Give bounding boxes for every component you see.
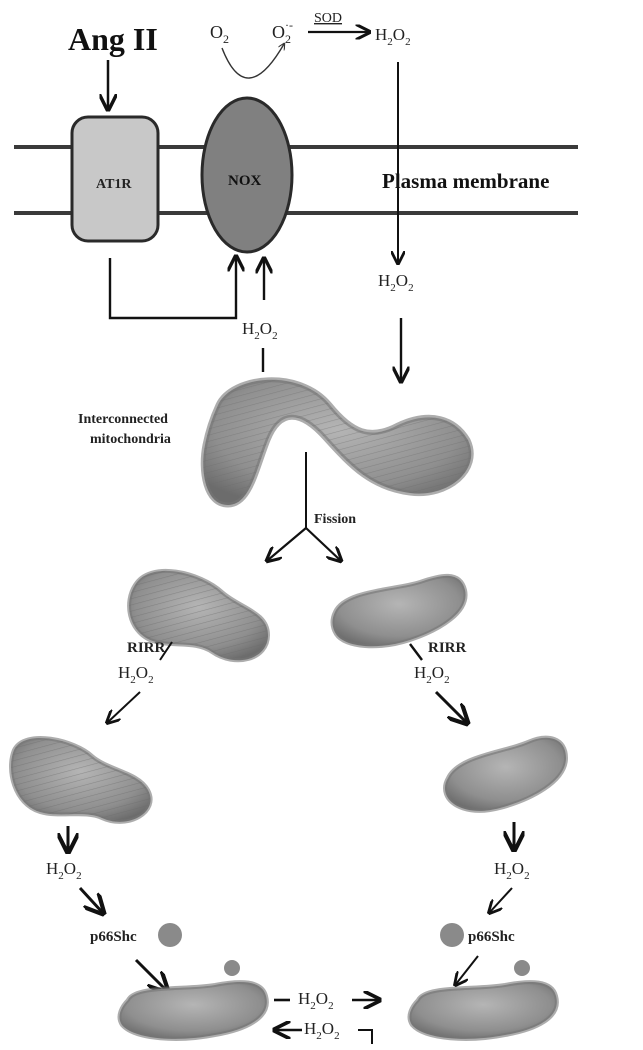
h2o2-rirr-right: H2O2 (414, 663, 450, 686)
h2o2-to-p66-left-arrow (80, 888, 102, 912)
mito-left-bottom-dot (224, 960, 240, 976)
rirr-right-arrow (436, 692, 466, 722)
o2-text: O2 (210, 22, 229, 46)
p66shc-right: p66Shc (468, 929, 515, 945)
at1r-label: AT1R (96, 177, 132, 192)
h2o2-right-lower: H2O2 (494, 859, 530, 882)
h2o2-left-lower: H2O2 (46, 859, 82, 882)
o2-to-superoxide-arc (222, 44, 284, 78)
title: Ang II (68, 21, 158, 57)
h2o2-cytosol: H2O2 (378, 271, 414, 294)
mitochondrion-left-bottom (120, 982, 267, 1039)
fission-label: Fission (314, 512, 356, 527)
p66shc-left-dot (158, 923, 182, 947)
sod-label: SOD (314, 11, 342, 26)
mitochondrion-right-2 (445, 738, 566, 811)
mitochondrion-right-bottom (410, 982, 557, 1039)
mito-network-label-2: mitochondria (90, 432, 171, 447)
h2o2-to-p66-right-arrow (490, 888, 512, 912)
h2o2-top: H2O2 (375, 25, 411, 48)
mito-network-label-1: Interconnected (78, 412, 168, 427)
nox-label: NOX (228, 173, 262, 189)
h2o2-exchange-bottom: H2O2 (304, 1019, 340, 1042)
p66shc-left: p66Shc (90, 929, 137, 945)
superoxide-text: O2·- (272, 18, 293, 46)
mito-cristae (203, 380, 471, 505)
at1r-to-nox-arrow (110, 258, 236, 318)
p66shc-right-dot (440, 923, 464, 947)
h2o2-rirr-left: H2O2 (118, 663, 154, 686)
exchange-tick-right (358, 1030, 372, 1044)
mito-right-bottom-dot (514, 960, 530, 976)
p66-left-to-mito-arrow (136, 960, 166, 990)
fission-left-arrow (268, 528, 306, 560)
rirr-right: RIRR (428, 640, 467, 656)
p66-right-to-mito-arrow (456, 956, 478, 984)
rirr-left-arrow (108, 692, 140, 722)
h2o2-mito-feedback: H2O2 (242, 319, 278, 342)
rirr-left: RIRR (127, 640, 166, 656)
membrane-label: Plasma membrane (382, 169, 549, 193)
mitochondrion-right-1 (333, 576, 466, 646)
h2o2-exchange-top: H2O2 (298, 989, 334, 1012)
rirr-right-tick (410, 644, 422, 660)
fission-right-arrow (306, 528, 340, 560)
